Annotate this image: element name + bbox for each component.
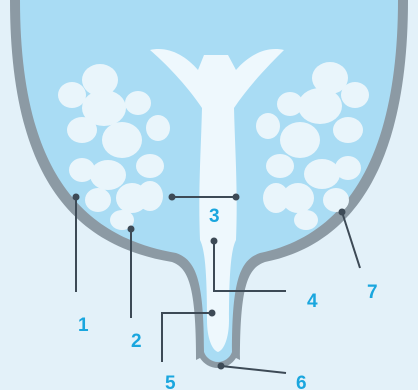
anchor-dot-4 [211, 238, 218, 245]
callout-label-6: 6 [296, 373, 307, 390]
leader-line-7 [342, 212, 360, 268]
anchor-dot-1 [73, 194, 80, 201]
anchor-dot-5 [209, 310, 216, 317]
anchor-dot-3-right [233, 194, 240, 201]
callout-label-2: 2 [131, 331, 142, 352]
anchor-dot-2 [128, 226, 135, 233]
callout-label-3: 3 [209, 206, 220, 227]
callout-label-1: 1 [78, 315, 89, 336]
callout-label-5: 5 [165, 373, 176, 390]
callout-label-7: 7 [367, 282, 378, 303]
callout-label-4: 4 [307, 291, 318, 312]
anchor-dot-3-left [169, 194, 176, 201]
anchor-dot-6 [218, 363, 225, 370]
leader-line-6 [221, 366, 286, 373]
anchor-dot-7 [339, 209, 346, 216]
